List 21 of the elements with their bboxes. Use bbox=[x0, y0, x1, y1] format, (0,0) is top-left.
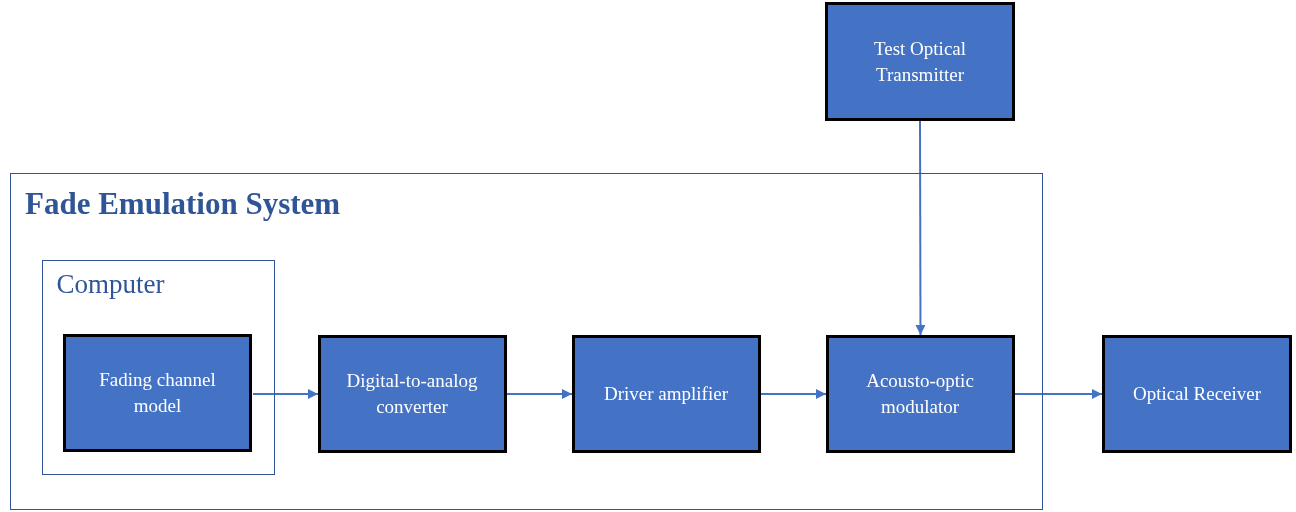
group-box bbox=[10, 173, 1043, 510]
process-box bbox=[317, 334, 507, 453]
box-label: Driver amplifier bbox=[604, 381, 728, 406]
process-box bbox=[63, 334, 252, 452]
box-label: Test Optical Transmitter bbox=[872, 36, 968, 87]
box-label: Fading channel model bbox=[98, 368, 217, 418]
group-title: Fade Emulation System bbox=[25, 186, 341, 222]
group-title: Computer bbox=[56, 268, 165, 300]
process-box bbox=[825, 334, 1015, 453]
process-box bbox=[825, 2, 1015, 121]
group-box bbox=[41, 259, 275, 475]
box-label: Acousto-optic modulator bbox=[865, 368, 975, 419]
arrow bbox=[915, 120, 926, 336]
arrow bbox=[252, 389, 319, 399]
box-label: Digital-to-analog converter bbox=[345, 368, 479, 419]
process-box bbox=[571, 334, 761, 453]
arrow bbox=[506, 389, 573, 399]
process-box bbox=[1102, 335, 1292, 453]
box-label: Optical Receiver bbox=[1132, 382, 1262, 407]
arrow bbox=[1014, 389, 1103, 399]
arrow bbox=[760, 389, 827, 399]
